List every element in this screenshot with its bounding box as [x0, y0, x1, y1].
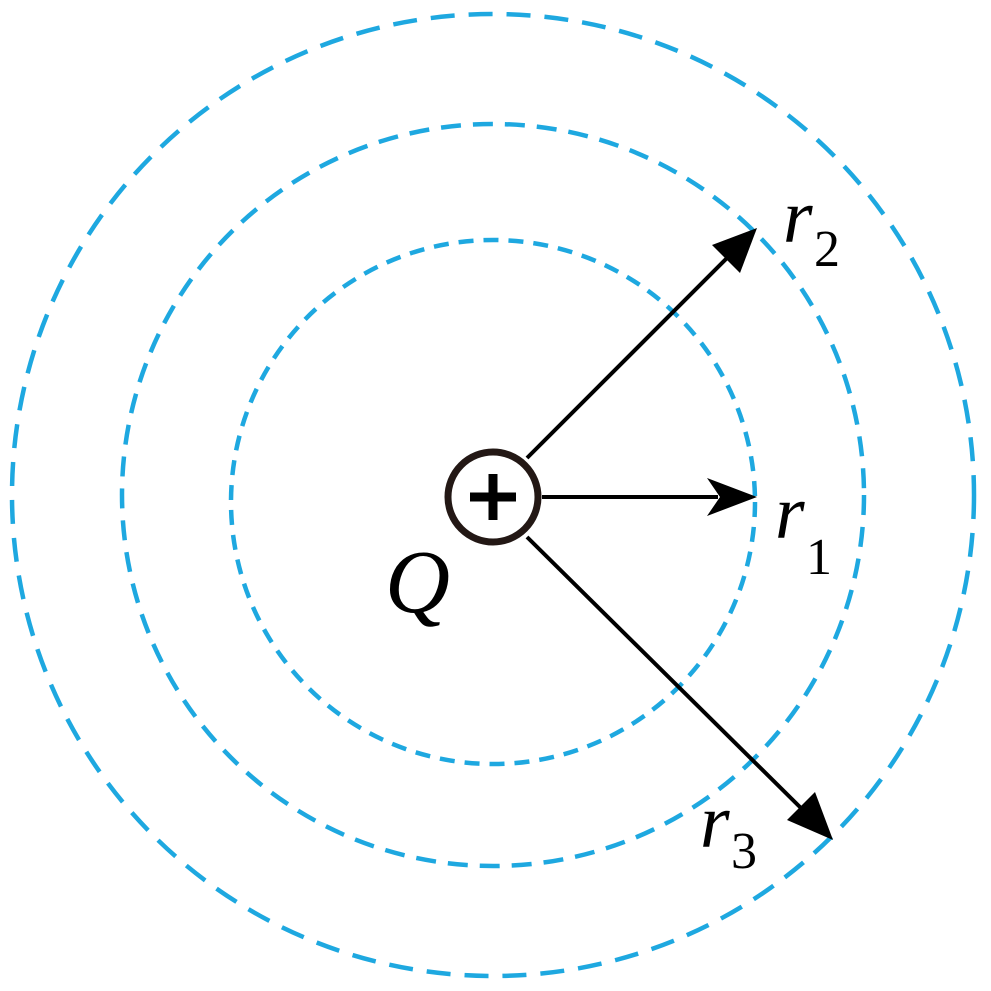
charge-label: Q	[385, 533, 450, 632]
label-r1-subscript: 1	[806, 529, 832, 586]
inner-equipotential-circle	[228, 237, 758, 767]
label-r3-subscript: 3	[731, 823, 757, 880]
label-r2-letter: r	[783, 175, 813, 259]
label-r3-letter: r	[700, 780, 730, 864]
outer-equipotential-circle	[9, 11, 977, 979]
label-r2-subscript: 2	[814, 221, 840, 278]
label-r2: r 2	[783, 175, 840, 278]
radius-vector-r3	[525, 535, 833, 840]
middle-equipotential-circle	[119, 121, 867, 869]
plus-sign-icon	[470, 474, 516, 520]
point-charge	[444, 448, 542, 546]
label-r3: r 3	[700, 780, 757, 880]
radius-vector-r1	[542, 478, 757, 516]
label-r1-letter: r	[775, 471, 805, 555]
radius-vector-r2	[525, 228, 757, 460]
label-r1: r 1	[775, 471, 832, 586]
